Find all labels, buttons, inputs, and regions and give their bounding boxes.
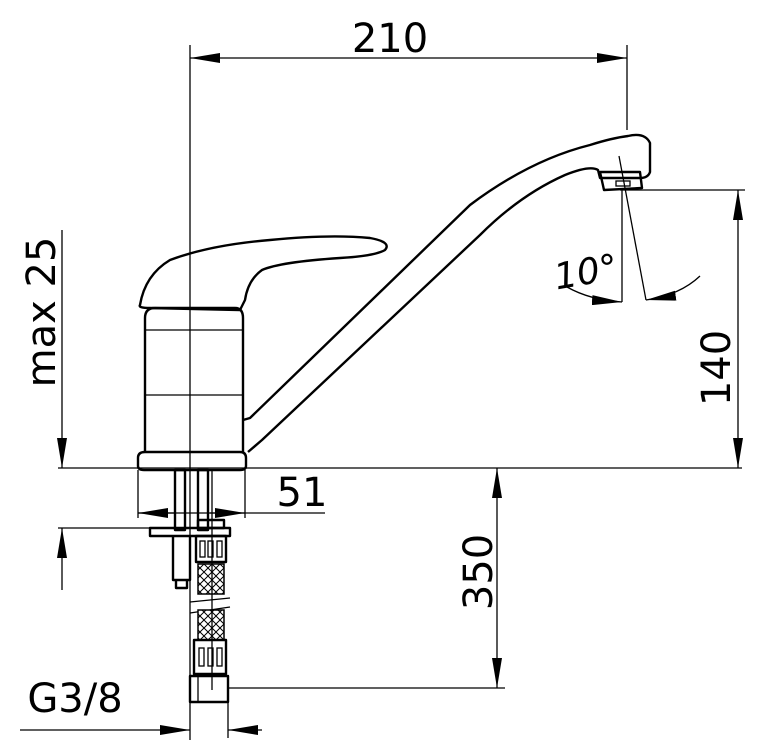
- faucet-body: [136, 306, 248, 472]
- reference-lines: [58, 45, 745, 740]
- spout: [242, 133, 652, 453]
- dimension-max-thickness: max 25: [19, 237, 65, 388]
- dimension-spout-height: 140: [694, 330, 740, 406]
- dimension-hose-length: 350: [456, 534, 502, 610]
- lever-handle: [138, 235, 388, 312]
- dimension-thread: G3/8: [27, 676, 122, 722]
- dimension-spout-angle: 10°: [551, 247, 621, 298]
- flexible-hose: [188, 534, 231, 704]
- dimension-spout-reach: 210: [352, 16, 428, 62]
- dimension-base-diameter: 51: [277, 470, 328, 516]
- angle-indicator: [566, 155, 701, 306]
